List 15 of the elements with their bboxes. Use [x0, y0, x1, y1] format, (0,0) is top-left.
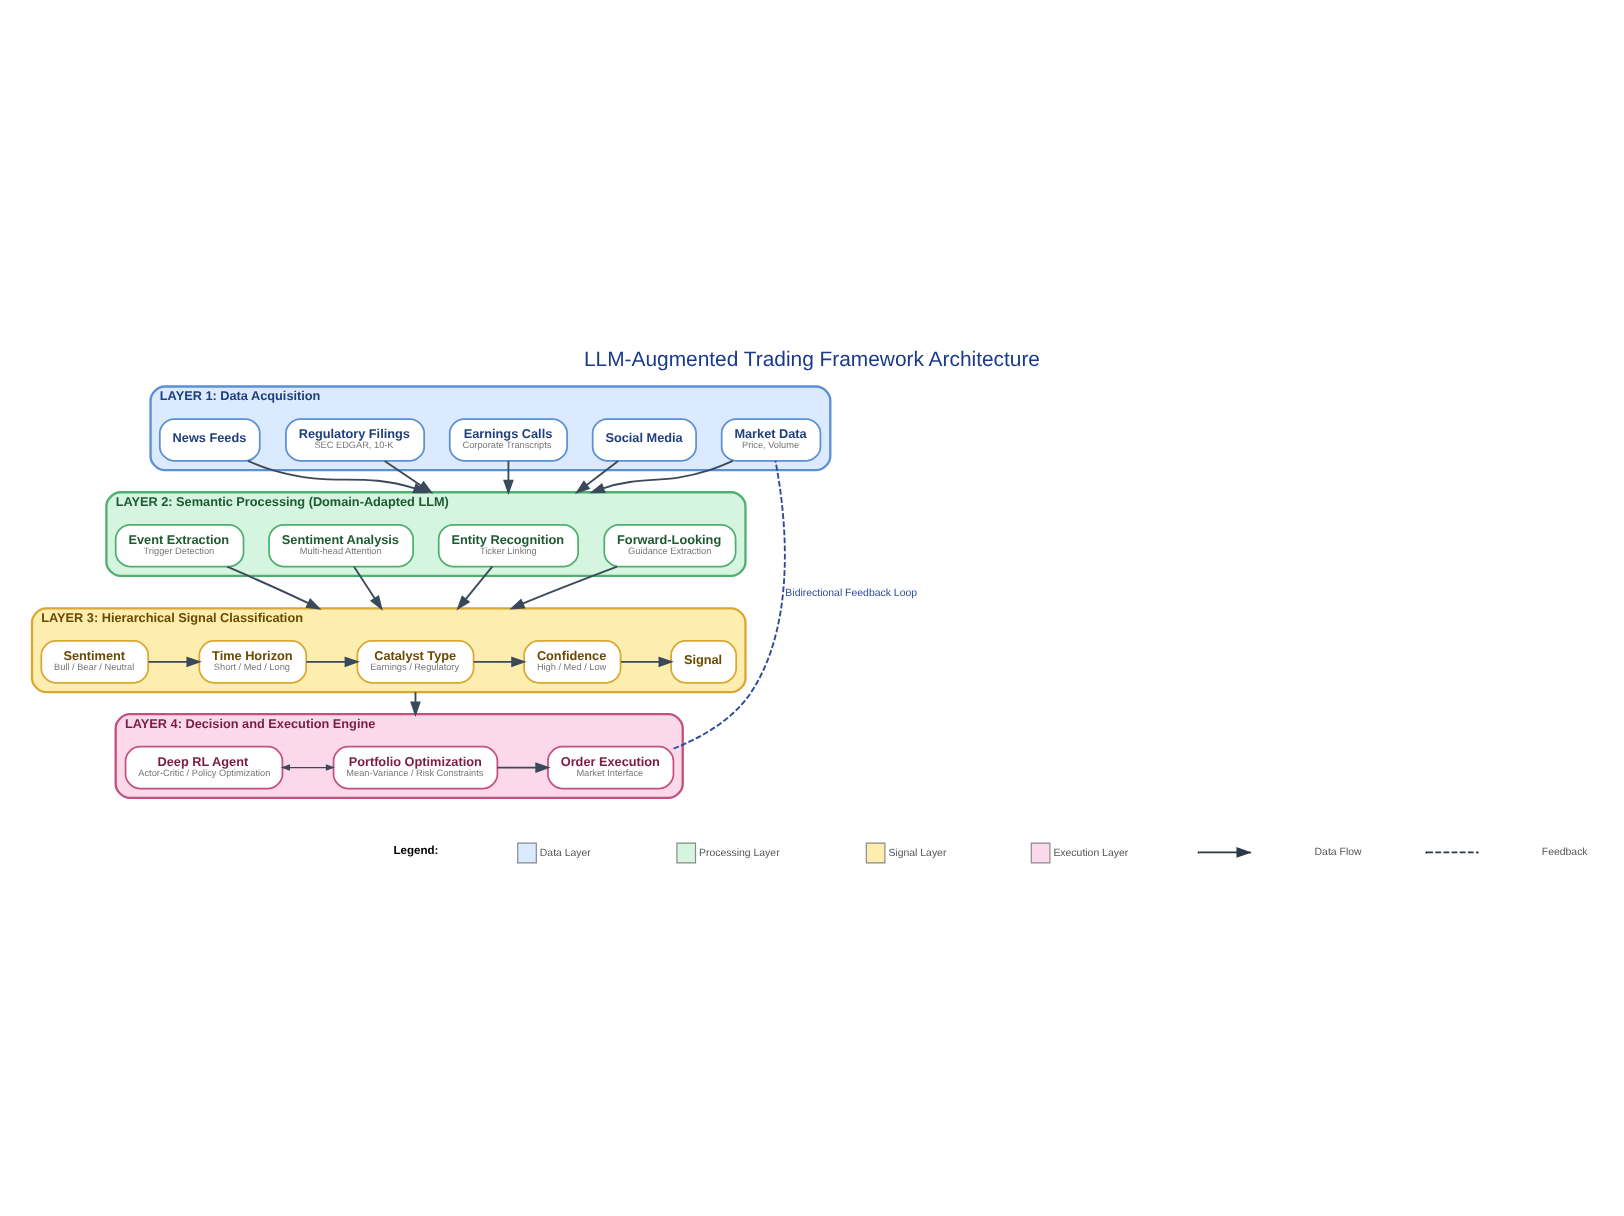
arrow — [574, 459, 620, 493]
arrow — [472, 655, 527, 667]
arrow — [496, 761, 551, 772]
arrow — [589, 459, 734, 493]
connector — [672, 459, 786, 749]
arrow — [503, 459, 514, 495]
arrow — [456, 564, 494, 610]
arrow — [226, 564, 322, 609]
arrow — [353, 564, 383, 610]
arrow — [147, 655, 202, 667]
arrow — [509, 564, 619, 609]
arrow — [305, 655, 360, 667]
arrow — [280, 763, 336, 770]
arrow — [620, 655, 674, 667]
diagram-title: LLM-Augmented Trading Framework Architecture — [584, 349, 1040, 372]
